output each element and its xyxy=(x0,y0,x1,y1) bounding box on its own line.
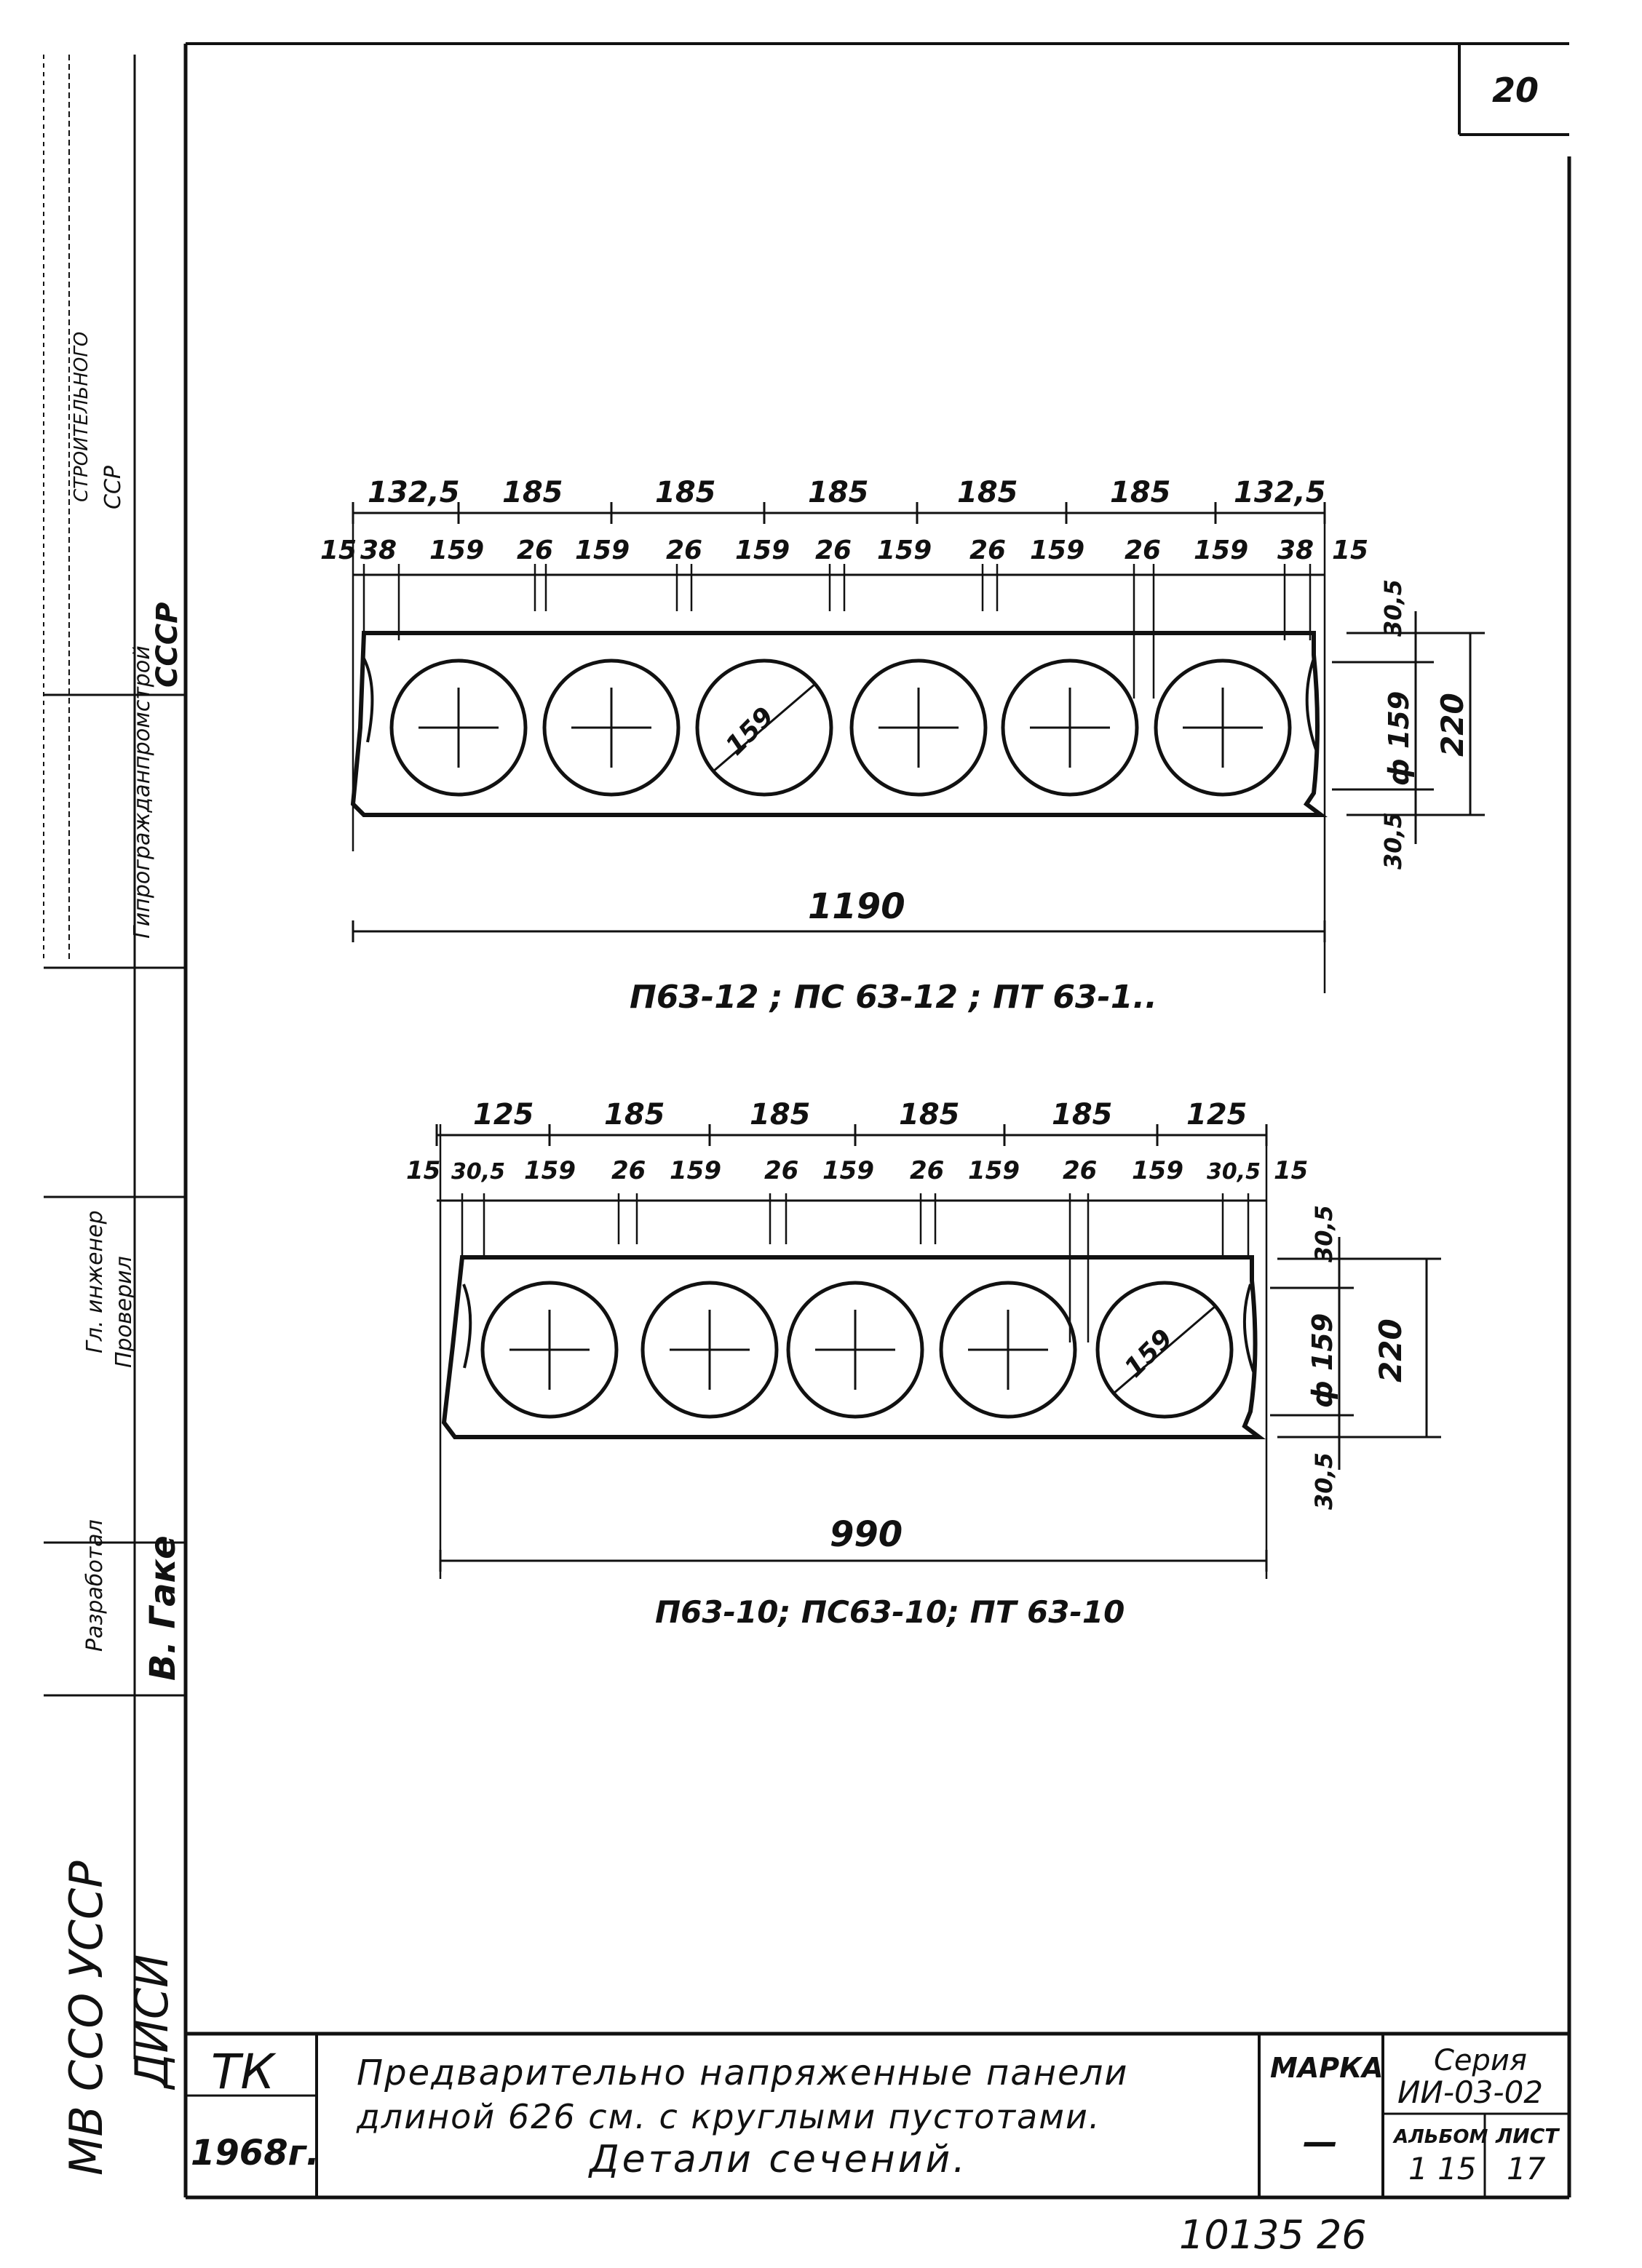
top-right-dim-void: ф 159 xyxy=(1383,691,1415,786)
top-diameter-label: 159 xyxy=(720,701,780,761)
sub-dim-label: 159 xyxy=(735,536,790,565)
sub-dim-label: 159 xyxy=(968,1156,1020,1185)
series-label: Серия xyxy=(1434,2044,1527,2077)
top-dim-label: 185 xyxy=(899,1098,960,1131)
sub-dim-label: 15 xyxy=(1274,1156,1308,1185)
title-line-2: длиной 626 см. с круглыми пустотами. xyxy=(356,2097,1100,2136)
album-value: 1 15 xyxy=(1408,2151,1477,2187)
bottom-right-dim-bottom: 30,5 xyxy=(1310,1452,1338,1510)
section-bottom-sub-dims: 15 30,5 159 26 159 26 159 26 159 26 159 … xyxy=(406,1156,1308,1185)
stamp-cell-1: ССР xyxy=(100,465,126,509)
bottom-right-dim-void: ф 159 xyxy=(1306,1313,1338,1408)
title-block-grid xyxy=(186,2032,1569,2197)
section-top-top-dims: 132,5 185 185 185 185 185 132,5 xyxy=(368,476,1326,509)
series-value: ИИ-03-02 xyxy=(1397,2074,1543,2110)
sub-dim-label: 159 xyxy=(822,1156,874,1185)
title-block-org: ТК xyxy=(211,2044,277,2100)
sub-dim-label: 26 xyxy=(1063,1156,1097,1185)
top-right-dim-height: 220 xyxy=(1435,693,1470,757)
sub-dim-label: 26 xyxy=(666,536,702,565)
sheet-frame xyxy=(183,42,1571,2200)
sub-dim-label: 38 xyxy=(1277,536,1314,565)
sub-dim-label: 159 xyxy=(877,536,932,565)
top-dim-label: 125 xyxy=(473,1098,534,1131)
title-block-year: 1968г. xyxy=(191,2133,320,2173)
sub-dim-label: 159 xyxy=(670,1156,721,1185)
sub-dim-label: 15 xyxy=(406,1156,440,1185)
sheet-label: ЛИСТ xyxy=(1495,2124,1560,2148)
top-dim-label: 185 xyxy=(750,1098,811,1131)
section-top xyxy=(350,502,1485,993)
top-dim-label: 185 xyxy=(957,476,1018,509)
sub-dim-label: 159 xyxy=(1132,1156,1183,1185)
sub-dim-label: 26 xyxy=(815,536,852,565)
stamp-cell-5: Гл. инженер xyxy=(82,1210,108,1353)
top-width-dim: 1190 xyxy=(808,886,905,927)
stamp-lower-text-1: МВ ССО УССР xyxy=(60,1861,113,2176)
bottom-right-dim-top: 30,5 xyxy=(1310,1205,1338,1262)
top-right-dim-bottom: 30,5 xyxy=(1379,812,1407,870)
top-dim-label: 125 xyxy=(1186,1098,1248,1131)
sub-dim-label: 15 xyxy=(1332,536,1368,565)
stamp-cell-4: СССР xyxy=(151,602,184,688)
stamp-cell-3: Гипрогражданпромстрой xyxy=(130,645,155,939)
top-dim-label: 185 xyxy=(655,476,716,509)
sub-dim-label: 159 xyxy=(1194,536,1248,565)
archive-note: 10135 26 xyxy=(1179,2212,1367,2258)
top-dim-label: 132,5 xyxy=(368,476,460,509)
top-dim-label: 185 xyxy=(502,476,563,509)
stamp-cell-7: Разработал xyxy=(82,1519,108,1652)
stamp-cell-8: В. Гаке xyxy=(143,1535,183,1681)
sub-dim-label: 26 xyxy=(517,536,553,565)
sub-dim-label: 159 xyxy=(575,536,630,565)
top-dim-label: 185 xyxy=(604,1098,665,1131)
top-right-dim-top: 30,5 xyxy=(1379,579,1407,637)
top-dim-label: 132,5 xyxy=(1234,476,1326,509)
top-dim-label: 185 xyxy=(1052,1098,1113,1131)
sub-dim-label: 26 xyxy=(910,1156,944,1185)
sub-dim-label: 26 xyxy=(611,1156,646,1185)
sub-dim-label: 38 xyxy=(360,536,397,565)
section-top-sub-dims: 15 38 159 26 159 26 159 26 159 26 159 26… xyxy=(320,536,1368,565)
marka-value: — xyxy=(1303,2122,1338,2162)
sub-dim-label: 15 xyxy=(320,536,357,565)
corner-number: 20 xyxy=(1492,71,1539,110)
stamp-cell-6: Проверил xyxy=(111,1256,137,1368)
bottom-right-dim-height: 220 xyxy=(1373,1318,1408,1382)
album-label: АЛЬБОМ xyxy=(1392,2126,1488,2148)
left-stamp xyxy=(43,55,186,2059)
sub-dim-label: 26 xyxy=(1125,536,1161,565)
bottom-caption: П63-10; ПС63-10; ПТ 63-10 xyxy=(655,1594,1125,1630)
bottom-diameter-label: 159 xyxy=(1119,1324,1178,1383)
sub-dim-label: 26 xyxy=(969,536,1006,565)
sub-dim-label: 30,5 xyxy=(451,1159,505,1185)
stamp-cell-2: СТРОИТЕЛЬНОГО xyxy=(71,332,92,502)
sub-dim-label: 159 xyxy=(429,536,484,565)
sub-dim-label: 159 xyxy=(1030,536,1084,565)
title-line-1: Предварительно напряженные панели xyxy=(357,2053,1128,2093)
section-bottom-top-dims: 125 185 185 185 185 125 xyxy=(473,1098,1248,1131)
top-caption: П63-12 ; ПС 63-12 ; ПТ 63-1.. xyxy=(630,979,1157,1016)
section-bottom xyxy=(435,1124,1441,1579)
sub-dim-label: 26 xyxy=(764,1156,798,1185)
sub-dim-label: 30,5 xyxy=(1207,1159,1261,1185)
marka-label: МАРКА xyxy=(1270,2052,1384,2084)
sub-dim-label: 159 xyxy=(524,1156,576,1185)
stamp-lower-text-2: ДИСИ xyxy=(125,1954,178,2091)
bottom-width-dim: 990 xyxy=(830,1514,903,1555)
title-line-3: Детали сечений. xyxy=(588,2138,968,2181)
top-dim-label: 185 xyxy=(1110,476,1171,509)
sheet-value: 17 xyxy=(1507,2151,1546,2187)
top-dim-label: 185 xyxy=(808,476,869,509)
